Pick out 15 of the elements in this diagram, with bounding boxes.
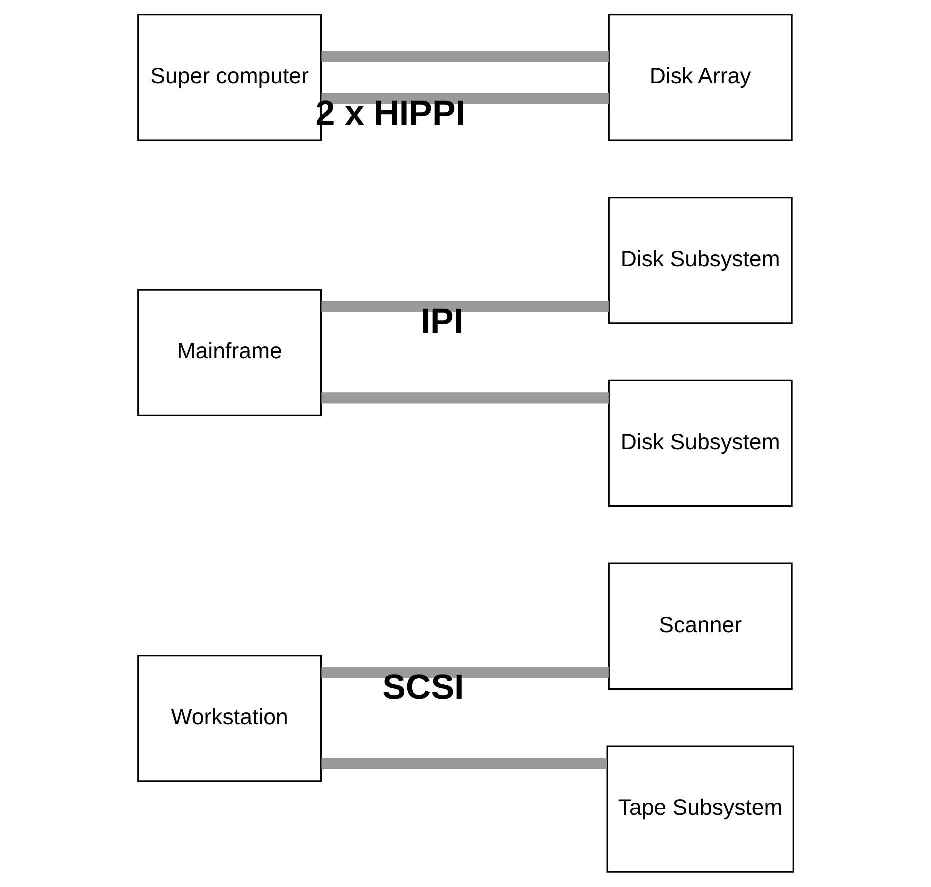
node-box: Tape Subsystem xyxy=(606,746,794,873)
node-box: Scanner xyxy=(608,562,792,690)
connector xyxy=(321,758,607,770)
node-box: Disk Subsystem xyxy=(608,196,792,324)
edge-label: IPI xyxy=(420,302,464,342)
edge-label: SCSI xyxy=(382,668,464,707)
connector xyxy=(321,51,608,62)
connector xyxy=(321,392,608,404)
connector xyxy=(321,93,608,104)
connector xyxy=(321,666,608,678)
node-box: Workstation xyxy=(137,655,322,782)
node-box: Disk Array xyxy=(608,14,792,142)
node-box: Mainframe xyxy=(137,289,322,416)
connector xyxy=(321,301,608,312)
node-box: Disk Subsystem xyxy=(608,380,792,508)
